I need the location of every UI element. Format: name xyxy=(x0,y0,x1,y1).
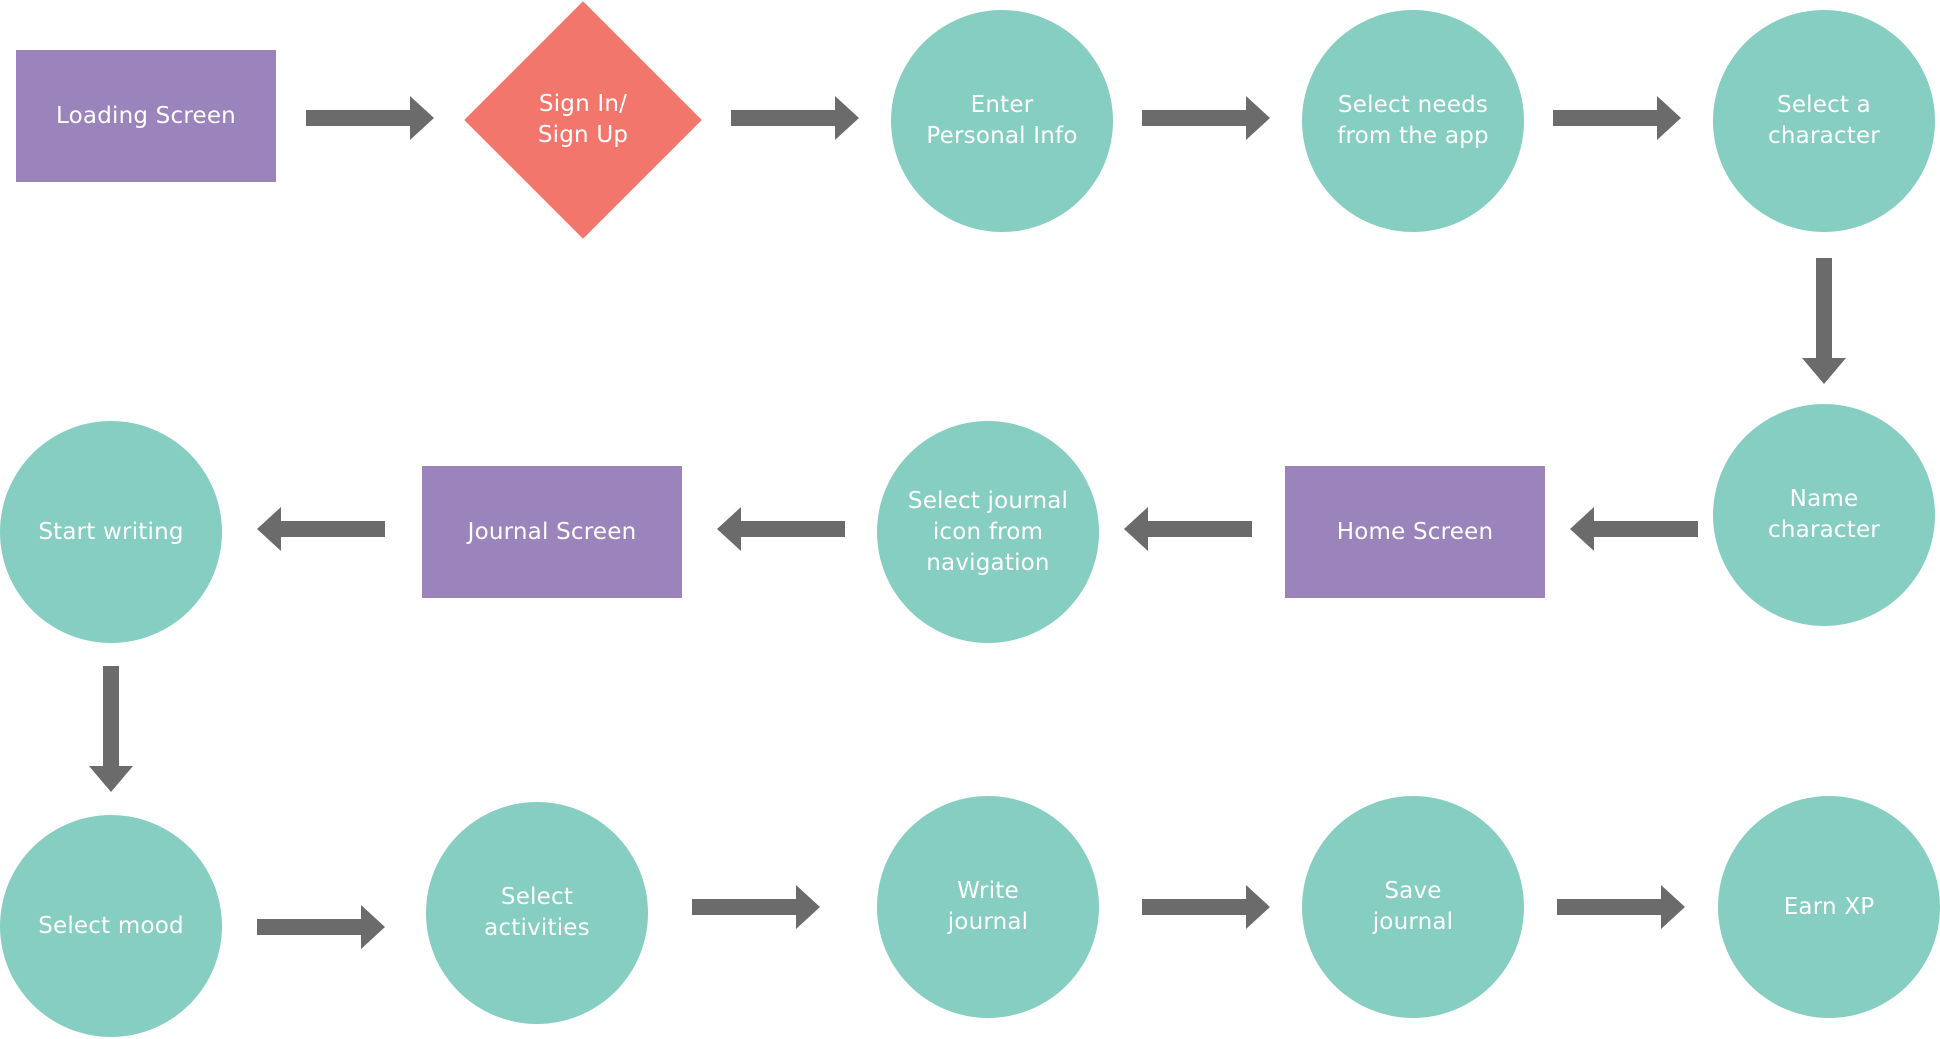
arrow-left-icon xyxy=(1124,507,1252,551)
node-select-mood: Select mood xyxy=(0,815,222,1037)
node-sign-in-sign-up: Sign In/ Sign Up xyxy=(464,1,702,239)
node-label: Select mood xyxy=(38,912,184,939)
arrow-right-icon xyxy=(306,96,434,140)
node-select-journal-icon: Select journal icon from navigation xyxy=(877,421,1099,643)
arrow-left-icon xyxy=(257,507,385,551)
node-label: Loading Screen xyxy=(56,102,236,129)
arrow-right-icon xyxy=(692,885,820,929)
arrow-right-icon xyxy=(257,905,385,949)
node-label: Enter Personal Info xyxy=(926,92,1078,149)
node-label: Start writing xyxy=(38,518,184,545)
node-label: Select needs from the app xyxy=(1337,92,1489,149)
node-home-screen: Home Screen xyxy=(1285,466,1545,598)
node-label: Sign In/ Sign Up xyxy=(537,91,629,148)
node-label: Select journal icon from navigation xyxy=(907,487,1069,576)
node-label: Name character xyxy=(1768,486,1880,543)
arrow-right-icon xyxy=(1553,96,1681,140)
node-start-writing: Start writing xyxy=(0,421,222,643)
arrow-down-icon xyxy=(89,666,133,792)
node-label: Earn XP xyxy=(1783,893,1875,920)
node-select-needs: Select needs from the app xyxy=(1302,10,1524,232)
node-label: Select activities xyxy=(484,884,590,941)
arrow-right-icon xyxy=(1557,885,1685,929)
node-label: Journal Screen xyxy=(467,518,637,545)
arrow-right-icon xyxy=(1142,885,1270,929)
arrow-right-icon xyxy=(731,96,859,140)
node-earn-xp: Earn XP xyxy=(1718,796,1940,1018)
arrow-left-icon xyxy=(717,507,845,551)
node-loading-screen: Loading Screen xyxy=(16,50,276,182)
arrow-left-icon xyxy=(1570,507,1698,551)
arrow-down-icon xyxy=(1802,258,1846,384)
node-label: Write journal xyxy=(947,878,1029,935)
node-journal-screen: Journal Screen xyxy=(422,466,682,598)
node-save-journal: Save journal xyxy=(1302,796,1524,1018)
node-select-activities: Select activities xyxy=(426,802,648,1024)
node-name-character: Name character xyxy=(1713,404,1935,626)
node-label: Save journal xyxy=(1372,878,1454,935)
node-label: Home Screen xyxy=(1336,518,1494,545)
node-write-journal: Write journal xyxy=(877,796,1099,1018)
node-enter-personal-info: Enter Personal Info xyxy=(891,10,1113,232)
node-label: Select a character xyxy=(1768,92,1880,149)
node-select-a-character: Select a character xyxy=(1713,10,1935,232)
arrow-right-icon xyxy=(1142,96,1270,140)
